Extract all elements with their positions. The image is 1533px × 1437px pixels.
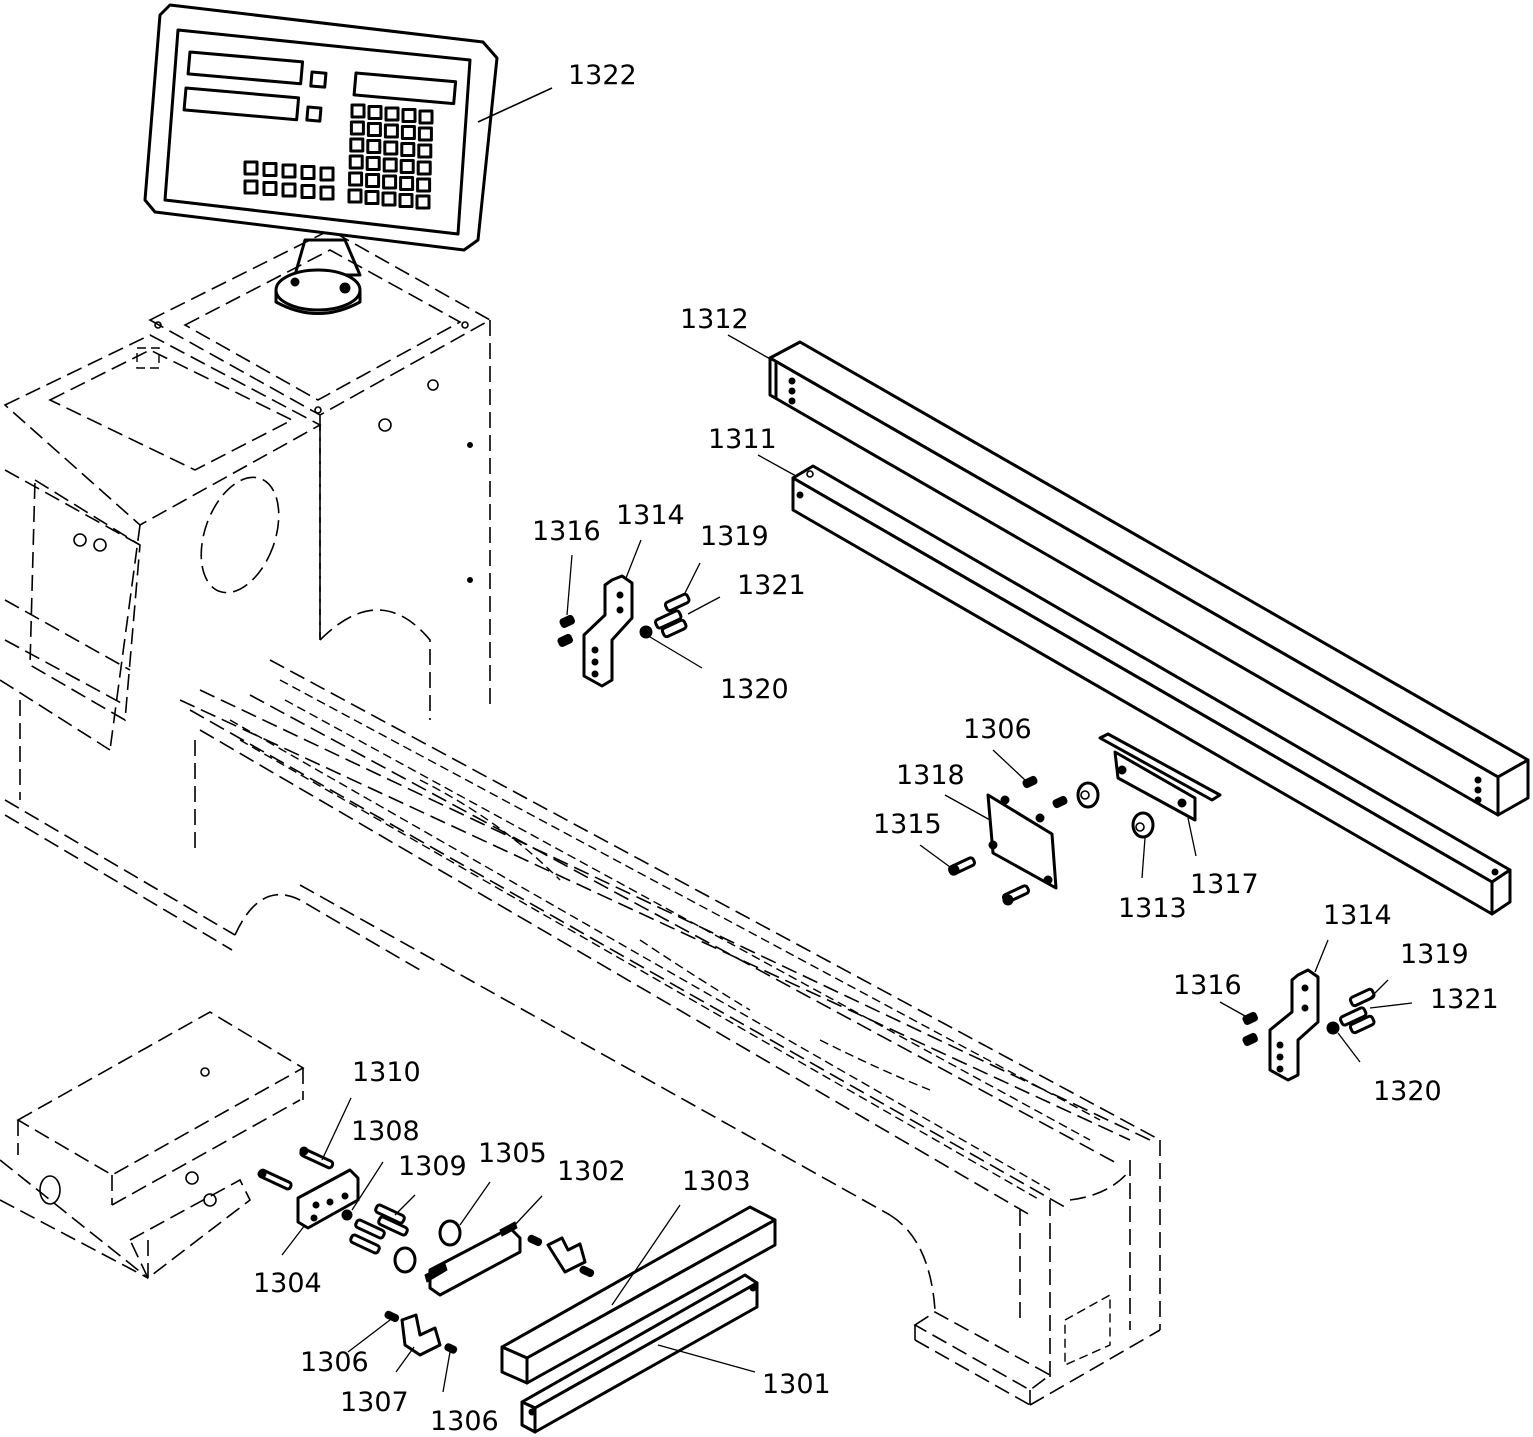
dro-key bbox=[417, 143, 433, 159]
callout-1310: 1310 bbox=[352, 1057, 421, 1088]
callout-1304: 1304 bbox=[253, 1268, 322, 1299]
dro-key bbox=[262, 162, 278, 177]
callout-1318: 1318 bbox=[896, 760, 965, 791]
part-1322-dro-display bbox=[143, 3, 553, 252]
cross-slide-kit bbox=[257, 1097, 595, 1297]
part-1307-bracket bbox=[347, 1310, 458, 1393]
dro-key bbox=[382, 157, 398, 173]
dro-key bbox=[367, 105, 383, 120]
callout-1314: 1314 bbox=[616, 500, 685, 531]
read-head-assembly bbox=[919, 732, 1222, 906]
dro-key bbox=[300, 165, 316, 180]
dro-key bbox=[300, 184, 316, 199]
callout-1320-lower: 1320 bbox=[1373, 1076, 1442, 1107]
dro-key bbox=[415, 194, 431, 210]
callout-1307: 1307 bbox=[340, 1387, 409, 1418]
callout-1306: 1306 bbox=[963, 714, 1032, 745]
part-1312-scale bbox=[727, 334, 1530, 817]
dro-key bbox=[364, 190, 380, 205]
dro-key bbox=[347, 188, 363, 204]
callout-1319: 1319 bbox=[700, 521, 769, 552]
callout-1301: 1301 bbox=[762, 1369, 831, 1400]
dro-key bbox=[350, 103, 366, 119]
callout-1319-lower: 1319 bbox=[1400, 939, 1469, 970]
dro-key bbox=[417, 126, 433, 142]
dro-key bbox=[281, 182, 297, 198]
callout-1306-a: 1306 bbox=[300, 1347, 369, 1378]
lathe-bed bbox=[179, 659, 1161, 1406]
callout-1312: 1312 bbox=[680, 304, 749, 335]
dro-key bbox=[349, 137, 365, 153]
callout-labels: 1322 1312 1311 1316 1314 1319 1321 1320 … bbox=[253, 60, 1499, 1437]
dro-key bbox=[365, 173, 381, 188]
dro-key bbox=[243, 179, 259, 195]
dro-key bbox=[398, 193, 414, 208]
dro-key bbox=[382, 174, 398, 190]
dro-key bbox=[383, 123, 399, 139]
dro-key bbox=[400, 125, 416, 140]
dro-key bbox=[418, 109, 434, 125]
dro-key bbox=[349, 120, 365, 136]
callout-1316-lower: 1316 bbox=[1173, 970, 1242, 1001]
callout-1313: 1313 bbox=[1118, 893, 1187, 924]
callout-1302: 1302 bbox=[557, 1156, 626, 1187]
bracket-set-upper bbox=[557, 539, 721, 688]
callout-1308: 1308 bbox=[351, 1116, 420, 1147]
callout-1306-b: 1306 bbox=[430, 1406, 499, 1437]
callout-1305: 1305 bbox=[478, 1138, 547, 1169]
dro-key bbox=[262, 181, 278, 196]
callout-1320: 1320 bbox=[720, 674, 789, 705]
callout-1321-lower: 1321 bbox=[1430, 984, 1499, 1015]
dro-key bbox=[319, 166, 335, 182]
dro-key bbox=[416, 160, 432, 176]
callout-1314-lower: 1314 bbox=[1323, 900, 1392, 931]
part-1301-cross-scale-cover bbox=[520, 1273, 759, 1434]
bracket-set-lower bbox=[1219, 939, 1413, 1082]
dro-key bbox=[399, 159, 415, 174]
dro-mount-base bbox=[274, 238, 362, 315]
dro-key bbox=[381, 191, 397, 207]
dro-key bbox=[384, 106, 400, 122]
callout-1317: 1317 bbox=[1190, 869, 1259, 900]
dro-key bbox=[281, 163, 297, 179]
dro-key bbox=[319, 185, 335, 201]
dro-key bbox=[348, 171, 364, 187]
dro-key bbox=[366, 122, 382, 137]
dro-keypad bbox=[243, 103, 434, 210]
dro-key bbox=[383, 140, 399, 156]
part-1303-cross-scale bbox=[500, 1204, 777, 1385]
callout-1321: 1321 bbox=[737, 570, 806, 601]
dro-key bbox=[416, 177, 432, 193]
callout-1315: 1315 bbox=[873, 809, 942, 840]
callout-1311: 1311 bbox=[708, 424, 777, 455]
dro-key bbox=[348, 154, 364, 170]
dro-key bbox=[366, 139, 382, 154]
callout-1322: 1322 bbox=[568, 60, 637, 91]
callout-1309: 1309 bbox=[398, 1151, 467, 1182]
callout-1316: 1316 bbox=[532, 516, 601, 547]
dro-key bbox=[401, 108, 417, 123]
lathe-carriage bbox=[0, 1011, 305, 1280]
callout-1303: 1303 bbox=[682, 1166, 751, 1197]
dro-key bbox=[399, 176, 415, 191]
dro-key bbox=[243, 160, 259, 176]
dro-key bbox=[365, 156, 381, 171]
part-1311-scale-cover bbox=[757, 454, 1512, 916]
lathe-headstock bbox=[0, 229, 492, 971]
dro-key bbox=[400, 142, 416, 157]
